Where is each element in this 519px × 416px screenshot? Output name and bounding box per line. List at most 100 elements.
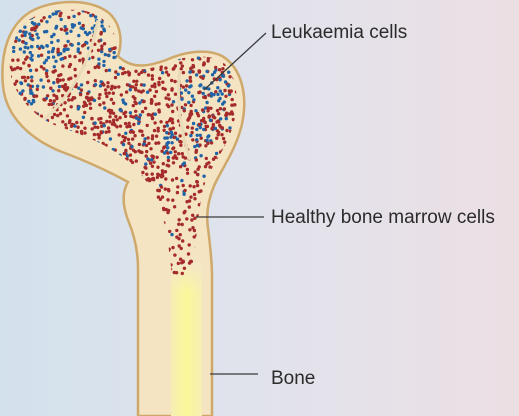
cell-dot bbox=[65, 163, 68, 166]
cell-dot bbox=[168, 127, 171, 130]
cell-dot bbox=[14, 186, 17, 189]
cell-dot bbox=[32, 269, 35, 272]
cell-dot bbox=[6, 126, 9, 129]
cell-dot bbox=[18, 15, 21, 18]
cell-dot bbox=[93, 197, 96, 200]
cell-dot bbox=[88, 220, 91, 223]
cell-dot bbox=[127, 30, 130, 33]
cell-dot bbox=[125, 38, 128, 41]
cell-dot bbox=[214, 244, 217, 247]
cell-dot bbox=[150, 20, 153, 23]
cell-dot bbox=[110, 98, 113, 101]
cell-dot bbox=[238, 10, 241, 13]
cell-dot bbox=[170, 233, 173, 236]
cell-dot bbox=[155, 54, 158, 57]
cell-dot bbox=[19, 207, 22, 210]
cell-dot bbox=[215, 220, 218, 223]
cell-dot bbox=[153, 95, 156, 98]
cell-dot bbox=[101, 232, 104, 235]
cell-dot bbox=[167, 93, 170, 96]
cell-dot bbox=[125, 26, 128, 29]
cell-dot bbox=[151, 77, 154, 80]
cell-dot bbox=[174, 132, 177, 135]
cell-dot bbox=[66, 252, 69, 255]
cell-dot bbox=[49, 178, 52, 181]
cell-dot bbox=[74, 176, 77, 179]
cell-dot bbox=[155, 90, 158, 93]
cell-dot bbox=[55, 266, 58, 269]
cell-dot bbox=[122, 143, 125, 146]
cell-dot bbox=[159, 120, 162, 123]
cell-dot bbox=[241, 204, 244, 207]
cell-dot bbox=[34, 168, 37, 171]
cell-dot bbox=[102, 195, 105, 198]
cell-dot bbox=[196, 184, 199, 187]
cell-dot bbox=[23, 26, 26, 29]
cell-dot bbox=[219, 117, 222, 120]
cell-dot bbox=[241, 25, 244, 28]
cell-dot bbox=[224, 241, 227, 244]
cell-dot bbox=[165, 131, 168, 134]
cell-dot bbox=[155, 156, 158, 159]
cell-dot bbox=[235, 52, 238, 55]
cell-dot bbox=[9, 115, 12, 118]
cell-dot bbox=[20, 215, 23, 218]
cell-dot bbox=[199, 189, 202, 192]
cell-dot bbox=[171, 118, 174, 121]
cell-dot bbox=[47, 79, 50, 82]
cell-dot bbox=[101, 214, 104, 217]
cell-dot bbox=[51, 172, 54, 175]
cell-dot bbox=[21, 76, 24, 79]
cell-dot bbox=[128, 125, 131, 128]
cell-dot bbox=[26, 254, 29, 257]
cell-dot bbox=[210, 92, 213, 95]
cell-dot bbox=[166, 146, 169, 149]
cell-dot bbox=[241, 39, 244, 42]
cell-dot bbox=[212, 213, 215, 216]
cell-dot bbox=[47, 50, 50, 53]
cell-dot bbox=[189, 134, 192, 137]
cell-dot bbox=[81, 57, 84, 60]
cell-dot bbox=[131, 55, 134, 58]
cell-dot bbox=[189, 22, 192, 25]
cell-dot bbox=[88, 249, 91, 252]
cell-dot bbox=[219, 107, 222, 110]
cell-dot bbox=[173, 205, 176, 208]
cell-dot bbox=[233, 13, 236, 16]
cell-dot bbox=[25, 134, 28, 137]
cell-dot bbox=[51, 50, 54, 53]
cell-dot bbox=[57, 173, 60, 176]
cell-dot bbox=[97, 232, 100, 235]
cell-dot bbox=[42, 177, 45, 180]
cell-dot bbox=[33, 188, 36, 191]
cell-dot bbox=[105, 240, 108, 243]
cell-dot bbox=[222, 243, 225, 246]
cell-dot bbox=[125, 262, 128, 265]
cell-dot bbox=[154, 103, 157, 106]
cell-dot bbox=[169, 34, 172, 37]
cell-dot bbox=[233, 193, 236, 196]
cell-dot bbox=[53, 170, 56, 173]
cell-dot bbox=[167, 29, 170, 32]
cell-dot bbox=[77, 50, 80, 53]
cell-dot bbox=[225, 114, 228, 117]
cell-dot bbox=[242, 65, 245, 68]
cell-dot bbox=[65, 257, 68, 260]
cell-dot bbox=[215, 239, 218, 242]
cell-dot bbox=[73, 96, 76, 99]
cell-dot bbox=[172, 27, 175, 30]
cell-dot bbox=[81, 264, 84, 267]
cell-dot bbox=[213, 35, 216, 38]
cell-dot bbox=[81, 172, 84, 175]
cell-dot bbox=[29, 89, 32, 92]
cell-dot bbox=[155, 32, 158, 35]
cell-dot bbox=[67, 163, 70, 166]
cell-dot bbox=[202, 34, 205, 37]
cell-dot bbox=[235, 268, 238, 271]
cell-dot bbox=[91, 127, 94, 130]
cell-dot bbox=[127, 53, 130, 56]
cell-dot bbox=[227, 33, 230, 36]
cell-dot bbox=[212, 123, 215, 126]
cell-dot bbox=[9, 161, 12, 164]
cell-dot bbox=[127, 269, 130, 272]
